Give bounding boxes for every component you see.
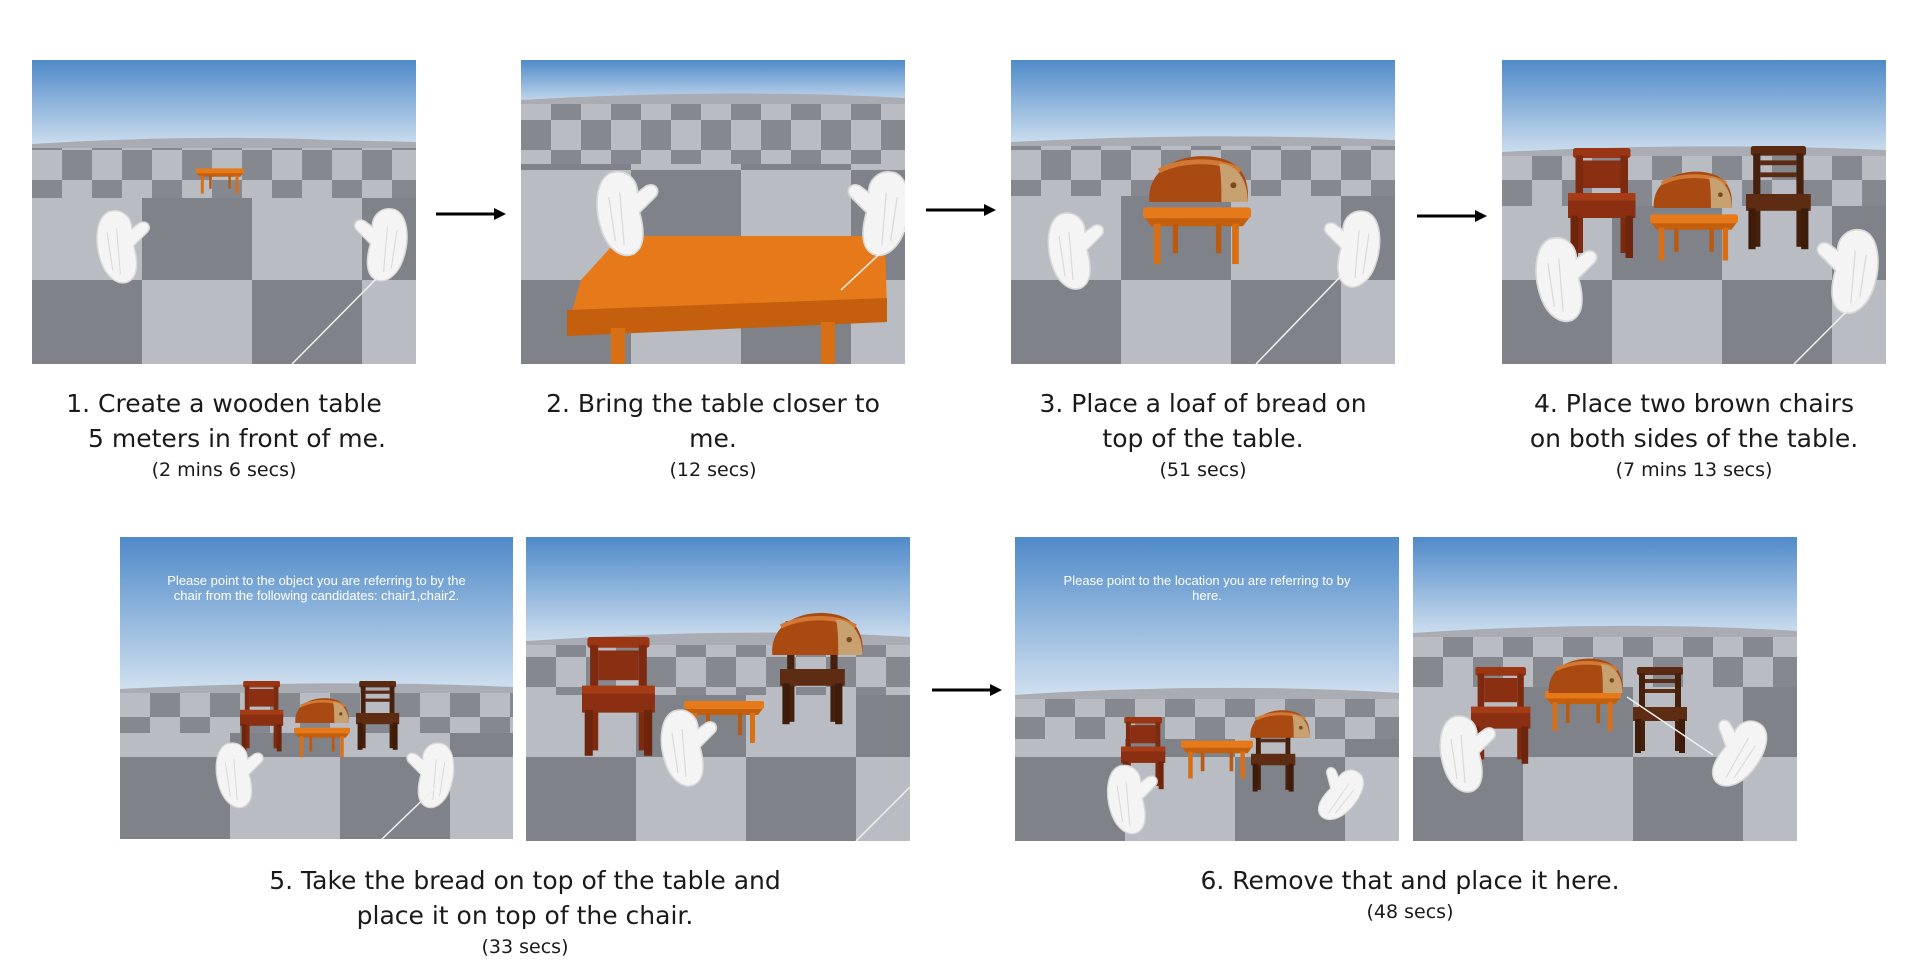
step6-caption: 6. Remove that and place it here. (48 se… xyxy=(1100,863,1720,926)
step4-duration: (7 mins 13 secs) xyxy=(1615,459,1773,481)
arrow-5-to-6 xyxy=(932,684,1002,696)
location-pointing-prompt: Please point to the location you are ref… xyxy=(1063,573,1351,603)
step2-caption: 2. Bring the table closer to me. (12 sec… xyxy=(531,386,895,484)
step1-duration: (2 mins 6 secs) xyxy=(151,459,297,481)
step4-caption-line1: 4. Place two brown chairs xyxy=(1534,389,1854,418)
step4-caption-line2: on both sides of the table. xyxy=(1529,424,1859,453)
step3-duration: (51 secs) xyxy=(1159,459,1247,481)
step1-caption-line2: 5 meters in front of me. xyxy=(88,424,386,453)
step5-caption-line1: 5. Take the bread on top of the table an… xyxy=(269,866,781,895)
arrow-3-to-4 xyxy=(1417,210,1487,222)
step4-screenshot xyxy=(1502,60,1886,364)
step5-screenshot-b xyxy=(526,537,910,841)
step5-caption: 5. Take the bread on top of the table an… xyxy=(215,863,835,961)
step2-screenshot xyxy=(521,60,905,364)
step5-duration: (33 secs) xyxy=(481,936,569,958)
step2-caption-line1: 2. Bring the table closer to xyxy=(546,389,880,418)
arrow-1-to-2 xyxy=(436,208,506,220)
step2-duration: (12 secs) xyxy=(669,459,757,481)
step6-screenshot-b xyxy=(1413,537,1797,841)
step2-caption-line2: me. xyxy=(689,424,737,453)
step1-screenshot xyxy=(32,60,416,364)
step3-caption-line2: top of the table. xyxy=(1102,424,1304,453)
object-pointing-prompt: Please point to the object you are refer… xyxy=(167,573,466,603)
step1-caption-line1: 1. Create a wooden table xyxy=(66,389,382,418)
arrow-2-to-3 xyxy=(926,204,996,216)
step3-caption: 3. Place a loaf of bread on top of the t… xyxy=(1021,386,1385,484)
step5-caption-line2: place it on top of the chair. xyxy=(356,901,694,930)
step6-caption-line1: 6. Remove that and place it here. xyxy=(1200,866,1620,895)
step3-caption-line1: 3. Place a loaf of bread on xyxy=(1039,389,1367,418)
step6-duration: (48 secs) xyxy=(1366,901,1454,923)
step1-caption: 1. Create a wooden table 5 meters in fro… xyxy=(42,386,406,484)
step5-screenshot-a: Please point to the object you are refer… xyxy=(120,537,513,839)
step6-screenshot-a: Please point to the location you are ref… xyxy=(1015,537,1399,841)
step4-caption: 4. Place two brown chairs on both sides … xyxy=(1512,386,1876,484)
step3-screenshot xyxy=(1011,60,1395,364)
